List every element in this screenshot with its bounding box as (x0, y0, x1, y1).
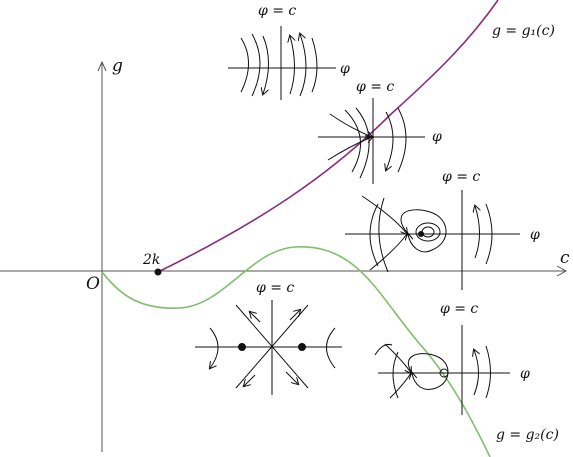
g-axis-label: g (112, 56, 123, 76)
portrait-3 (345, 190, 520, 290)
portrait-5-phi-label: φ (520, 366, 530, 382)
g-axis-arrow (97, 60, 107, 72)
curve-g1-label: g = g₁(c) (492, 23, 555, 39)
point-2k-label: 2k (143, 252, 161, 268)
curve-g1 (157, 0, 499, 273)
c-axis-arrow (556, 265, 568, 277)
portrait-1-phi-label: φ (340, 61, 350, 77)
main-axes (0, 60, 568, 452)
portrait-2-phi-label: φ (432, 129, 442, 145)
portrait-2 (318, 98, 425, 184)
point-2k (154, 268, 162, 276)
portrait-4-title: φ = c (256, 280, 295, 296)
portrait-1 (228, 26, 336, 100)
curve-g2 (101, 246, 491, 457)
portrait-5-title: φ = c (440, 301, 479, 317)
origin-label: O (86, 274, 100, 294)
portrait-5 (374, 325, 510, 415)
portrait-1-title: φ = c (258, 3, 297, 19)
c-axis-label: c (560, 248, 570, 268)
portrait-2-title: φ = c (356, 79, 395, 95)
portrait-3-phi-label: φ (530, 227, 540, 243)
curve-g2-label: g = g₂(c) (496, 427, 559, 443)
portrait-4 (195, 300, 342, 395)
portrait-3-title: φ = c (442, 169, 481, 185)
